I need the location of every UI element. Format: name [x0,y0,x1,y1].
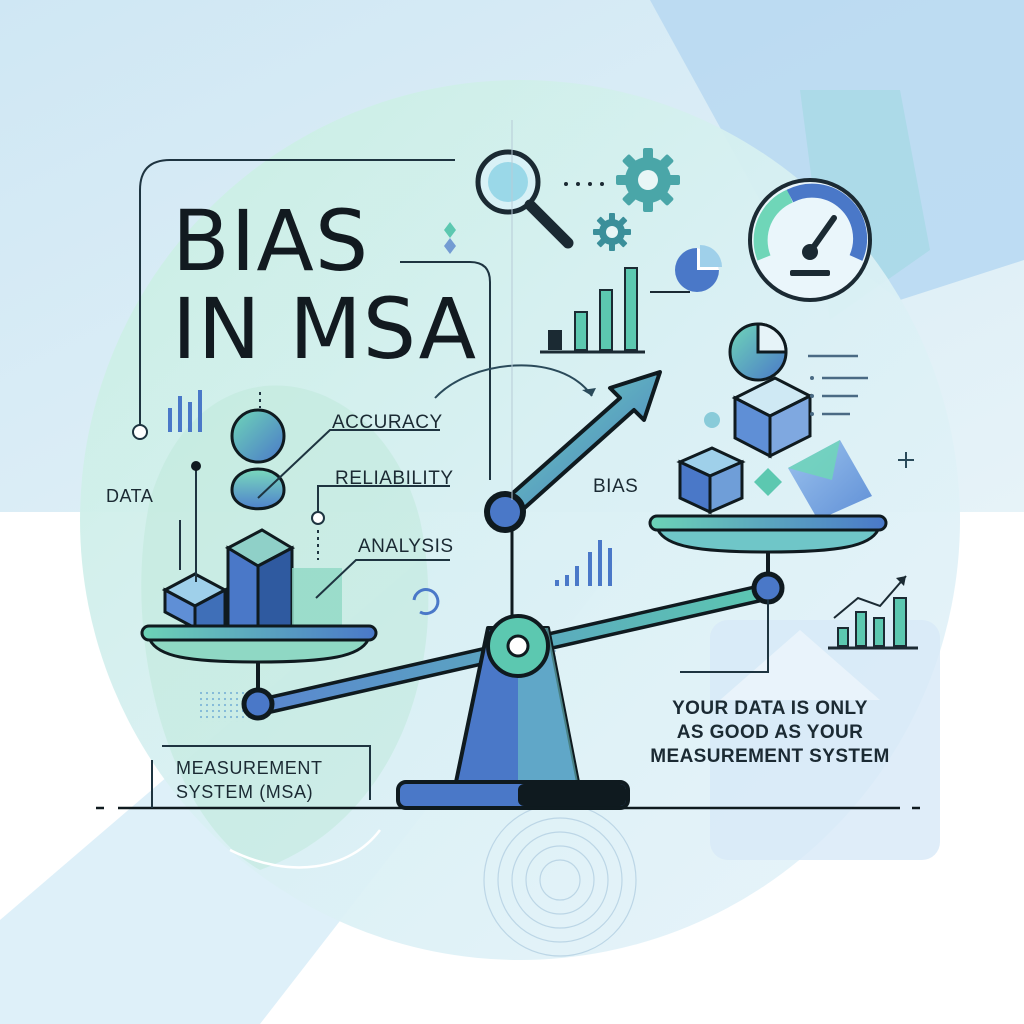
right-scale-pan [648,514,888,582]
title-frame [139,159,491,480]
mini-bars-left [168,390,202,432]
pie-chart-icon [675,245,722,292]
tagline-line-2: AS GOOD AS YOUR [677,722,864,743]
left-figure [230,408,286,511]
gear-icon [616,148,680,212]
bg-panel-arrow [720,630,880,700]
concentric-arcs [483,803,637,957]
envelope-shape [788,440,872,520]
plus-icon [898,452,914,468]
cube-small-icon [676,446,746,515]
curved-arrow-icon [434,364,596,399]
tagline-line-3: MEASUREMENT SYSTEM [650,746,889,767]
small-gear-icon [593,213,631,251]
gauge-icon [748,178,872,302]
pie-top-right [728,322,788,382]
left-scale-pan [140,624,378,696]
label-data: DATA [106,486,153,506]
trend-chart-icon [828,575,918,650]
ring-decor [412,588,440,616]
measurement-system-line-1: MEASUREMENT [176,758,323,778]
mini-bars-right [555,540,612,586]
frame-node [132,424,148,440]
annotation-dot [191,461,201,471]
balance-scale-icon [241,491,785,810]
title-line-1: BIAS [172,192,369,290]
list-lines-icon [808,354,868,416]
diamond-marker-icon [444,222,456,254]
bubble-dot [704,412,720,428]
measurement-system-line-2: SYSTEM (MSA) [176,782,313,802]
tagline-line-1: YOUR DATA IS ONLY [672,698,868,719]
annotation-lines [151,392,769,808]
label-analysis: ANALYSIS [358,536,454,557]
diamond-shape [754,468,782,496]
list-bullets [810,376,814,416]
magnifier-icon [475,149,574,249]
title-line-2: IN MSA [172,280,477,378]
label-accuracy: ACCURACY [332,412,443,433]
label-bias: BIAS [593,476,638,497]
rising-arrow-icon [503,370,662,514]
decor-white-arc [229,829,381,869]
connector-dots [564,182,604,186]
bar-chart-icon [540,267,645,354]
annotation-node [311,511,325,525]
left-cube-stack [161,528,342,631]
cube-icon [731,376,814,459]
label-reliability: RELIABILITY [335,468,454,489]
